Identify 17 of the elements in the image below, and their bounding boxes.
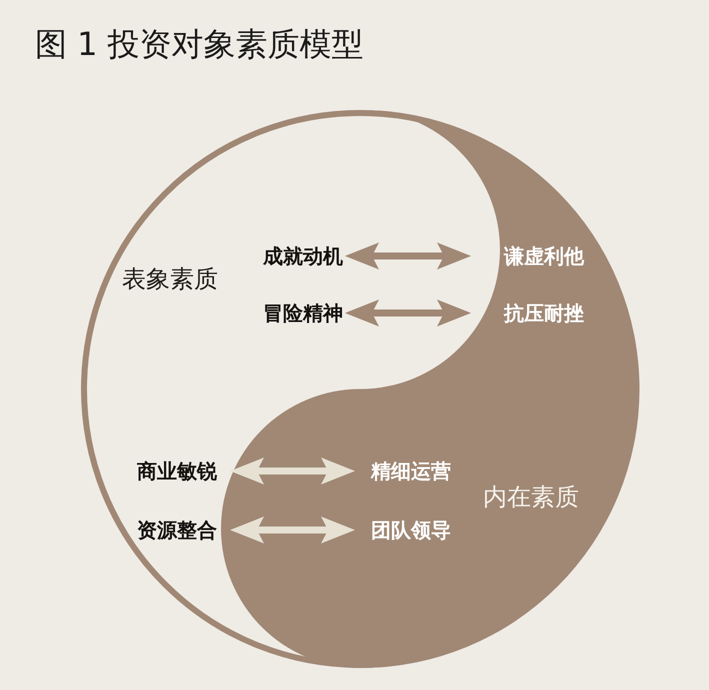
diagram-title: 图 1 投资对象素质模型 xyxy=(35,25,364,64)
trait-label: 团队领导 xyxy=(371,518,451,542)
double-arrow xyxy=(230,516,355,544)
trait-label: 冒险精神 xyxy=(263,301,343,325)
trait-label: 抗压耐挫 xyxy=(504,301,584,325)
double-arrow xyxy=(345,300,471,326)
outer-circle xyxy=(81,110,639,668)
trait-label: 精细运营 xyxy=(371,459,451,483)
region-label: 内在素质 xyxy=(483,482,579,512)
trait-label: 成就动机 xyxy=(263,244,343,268)
double-arrow xyxy=(230,458,355,484)
dark-half-region xyxy=(220,110,639,668)
double-arrow xyxy=(345,242,471,270)
trait-label: 资源整合 xyxy=(137,518,217,542)
trait-label: 商业敏锐 xyxy=(137,459,217,483)
region-label: 表象素质 xyxy=(122,264,218,294)
trait-label: 谦虚利他 xyxy=(504,244,584,268)
